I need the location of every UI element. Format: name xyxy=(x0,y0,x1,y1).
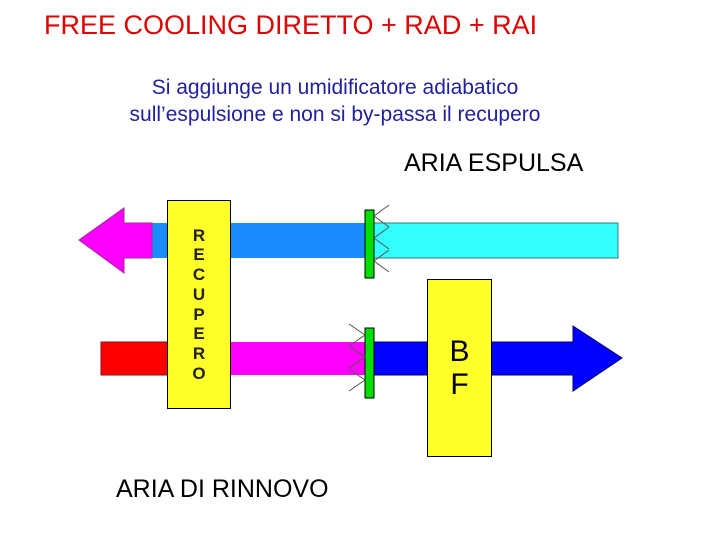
exhaust-humidifier-bar xyxy=(364,209,375,279)
spray-nozzle-icon xyxy=(373,204,390,228)
exhaust-arrowhead xyxy=(78,207,153,274)
spray-nozzle-icon xyxy=(348,345,366,369)
recovery-letter: U xyxy=(192,284,206,304)
exhaust-air-arrow xyxy=(78,207,619,274)
slide-title: FREE COOLING DIRETTO + RAD + RAI xyxy=(44,10,538,40)
spray-nozzle-icon xyxy=(373,249,390,273)
subtitle-line-2: sull’espulsione e non si by-passa il rec… xyxy=(129,103,541,126)
fresh-air-label: ARIA DI RINNOVO xyxy=(116,475,329,503)
recovery-letter: C xyxy=(192,265,206,285)
fresh-humidifier-bar xyxy=(364,327,375,399)
bypass-letter: F xyxy=(450,368,469,401)
recovery-letter: E xyxy=(193,245,205,265)
bypass-letter: B xyxy=(449,335,470,368)
fresh-air-arrowhead xyxy=(369,325,623,392)
exhaust-humidifier xyxy=(364,204,390,279)
spray-nozzle-icon xyxy=(373,226,390,250)
subtitle: Si aggiunge un umidificatore adiabatico … xyxy=(0,74,670,128)
fresh-duct-red-section xyxy=(100,341,172,376)
subtitle-line-1: Si aggiunge un umidificatore adiabatico xyxy=(151,76,519,99)
recovery-letter: E xyxy=(193,324,205,344)
recovery-letter: P xyxy=(193,304,205,324)
spray-nozzle-icon xyxy=(348,368,366,392)
bypass-free-cooling-box: B F xyxy=(427,279,492,457)
exhaust-air-label: ARIA ESPULSA xyxy=(404,149,584,177)
recovery-letter: R xyxy=(192,343,206,363)
spray-nozzle-icon xyxy=(348,323,366,347)
recovery-letter: R xyxy=(192,225,206,245)
recovery-letter: O xyxy=(192,363,206,383)
fresh-air-humidifier xyxy=(348,323,375,399)
exhaust-duct-cyan-section xyxy=(369,222,619,259)
heat-recovery-unit: R E C U P E R O xyxy=(167,200,231,409)
